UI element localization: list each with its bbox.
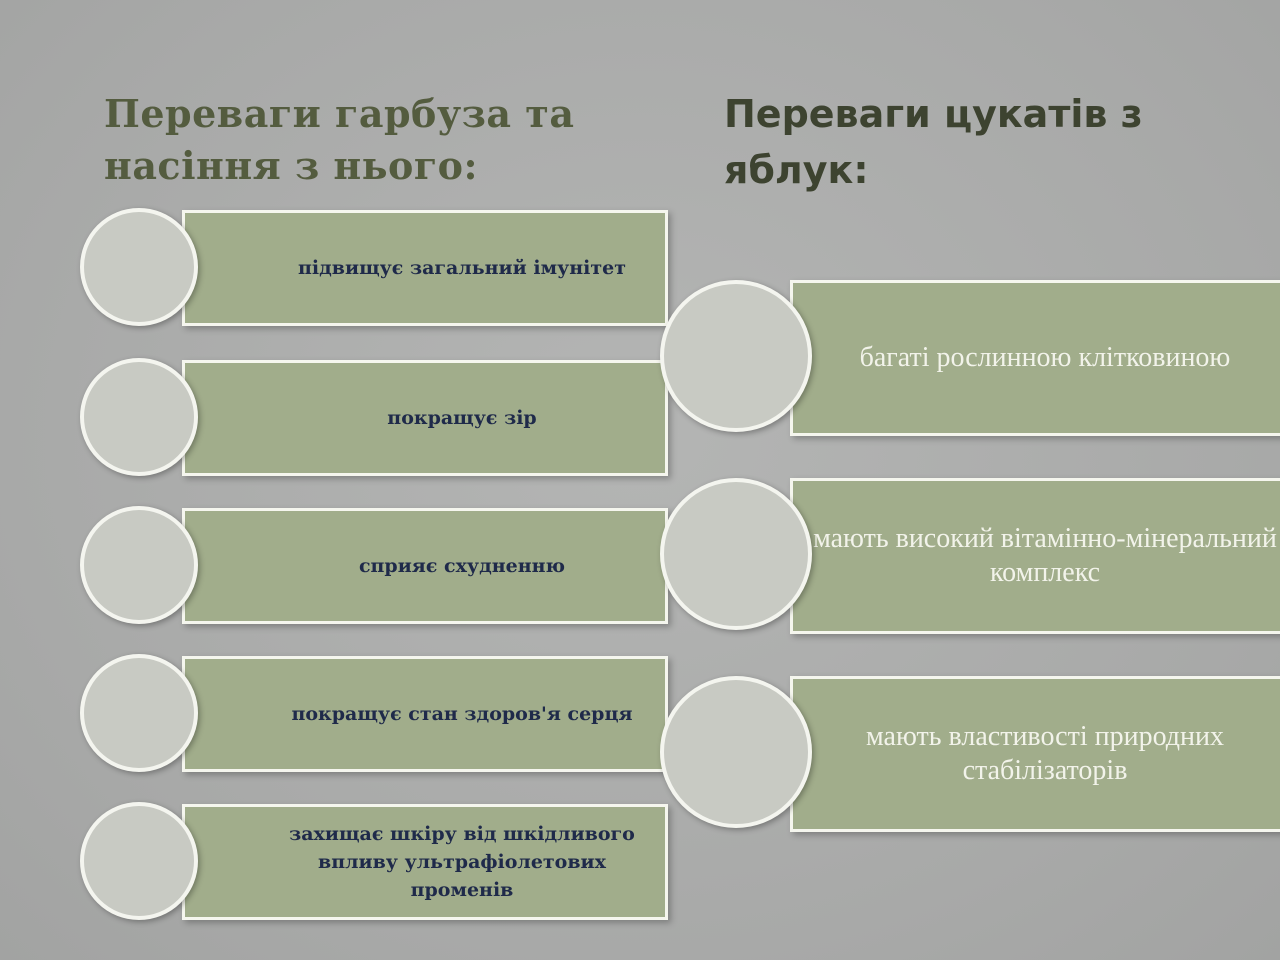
left-item-circle: [80, 802, 198, 920]
left-item-5: захищає шкіру від шкідливого впливу ульт…: [80, 802, 670, 922]
right-item-circle: [660, 676, 812, 828]
right-item-2: мають високий вітамінно-мінеральний комп…: [660, 478, 1280, 634]
right-item-1: багаті рослинною клітковиною: [660, 280, 1280, 436]
left-column-title: Переваги гарбуза та насіння з нього:: [104, 91, 575, 188]
left-item-box: покращує стан здоров'я серця: [182, 656, 668, 772]
left-item-box: покращує зір: [182, 360, 668, 476]
right-item-circle: [660, 478, 812, 630]
left-item-box: підвищує загальний імунітет: [182, 210, 668, 326]
right-column-title: Переваги цукатів з яблук:: [724, 92, 1143, 192]
right-item-box: багаті рослинною клітковиною: [790, 280, 1280, 436]
right-item-box: мають високий вітамінно-мінеральний комп…: [790, 478, 1280, 634]
left-item-circle: [80, 208, 198, 326]
right-item-box: мають властивості природних стабілізатор…: [790, 676, 1280, 832]
left-item-box: захищає шкіру від шкідливого впливу ульт…: [182, 804, 668, 920]
left-item-1: підвищує загальний імунітет: [80, 208, 670, 328]
left-item-circle: [80, 358, 198, 476]
right-item-circle: [660, 280, 812, 432]
left-item-circle: [80, 654, 198, 772]
left-item-2: покращує зір: [80, 358, 670, 478]
left-item-circle: [80, 506, 198, 624]
left-item-3: сприяє схудненню: [80, 506, 670, 626]
left-item-4: покращує стан здоров'я серця: [80, 654, 670, 774]
left-item-box: сприяє схудненню: [182, 508, 668, 624]
right-item-3: мають властивості природних стабілізатор…: [660, 676, 1280, 832]
